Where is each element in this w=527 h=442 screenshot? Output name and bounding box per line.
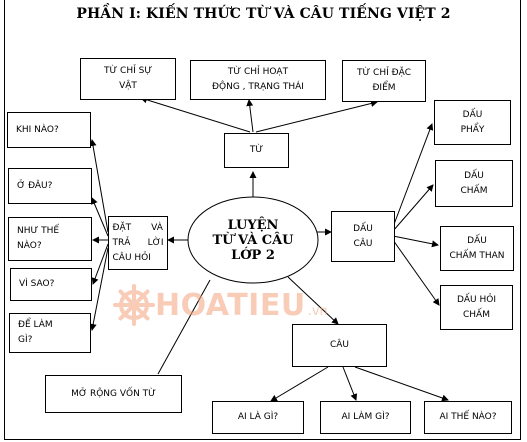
node-tu-chi-dac-diem: TỪ CHỈ ĐẶC ĐIỂM [342,60,426,102]
page-frame [4,0,521,440]
node-ai-lam-gi-label: AI LÀM GÌ? [341,412,390,422]
watermark-suffix: .vn [307,303,328,319]
node-dat-va-tra-loi-cau-hoi: ĐẶT VÀ TRẢ LỜI CÂU HỎI [108,216,168,270]
node-ai-la-gi: AI LÀ GÌ? [212,401,304,434]
edge-dau-cham [392,184,434,232]
node-dau-phay-label: DẤU PHẨY [460,109,485,135]
node-khi-nao-label: KHI NÀO? [16,124,59,135]
edge-dau-cham-than [392,235,439,248]
node-mo-rong-von-tu-label: MỞ RỘNG VỐN TỪ [71,388,156,399]
edge-khi-nao [89,139,109,233]
edge-cau-ai-la-gi [270,366,329,402]
node-de-lam-gi: ĐỂ LÀM GÌ? [9,313,91,353]
node-dau-cham-than: DẤU CHẤM THAN [440,226,514,271]
node-nhu-the-nao-label: NHƯ THẾ NÀO? [17,226,60,251]
edge-cau-ai-lam-gi [342,366,358,401]
edge-de-lam-gi [89,247,109,331]
node-cau: CÂU [292,324,387,367]
node-nhu-the-nao: NHƯ THẾ NÀO? [8,217,92,261]
node-khi-nao: KHI NÀO? [7,112,91,148]
watermark-text: HOATIEU [155,287,306,323]
edge-dau-phay [392,123,434,228]
node-o-dau-label: Ở ĐÂU? [17,180,53,191]
node-tu-chi-dac-diem-label: TỪ CHỈ ĐẶC ĐIỂM [356,68,412,93]
node-dau-phay: DẤU PHẨY [434,100,511,145]
node-mo-rong-von-tu: MỞ RỘNG VỐN TỪ [45,375,182,413]
center-ellipse [187,196,319,284]
edge-tu-dac-diem [255,100,378,133]
node-dau-cham-label: DẤU CHẤM [460,170,488,196]
node-tu-chi-su-vat: TỪ CHỈ SỰ VẬT [80,58,176,100]
node-cau-label: CÂU [329,340,350,350]
node-dau-cham-than-label: DẤU CHẤM THAN [449,235,505,261]
node-ai-lam-gi: AI LÀM GÌ? [320,401,411,434]
node-o-dau: Ở ĐÂU? [8,168,92,204]
node-tu-chi-hoat-dong: TỪ CHỈ HOẠT ĐỘNG , TRẠNG THÁI [190,60,326,100]
node-tu-label: TỪ [249,145,264,155]
node-ai-the-nao: AI THẾ NÀO? [424,401,512,434]
edge-vi-sao [91,243,109,285]
edge-dau-hoi-cham [392,239,440,306]
node-dat-va-tra-loi-cau-hoi-label: ĐẶT VÀ TRẢ LỜI CÂU HỎI [112,222,164,263]
node-de-lam-gi-label: ĐỂ LÀM GÌ? [18,320,53,345]
hoatieu-watermark: HOATIEU .vn [113,283,363,327]
node-vi-sao: VÌ SAO? [10,268,92,301]
node-vi-sao-label: VÌ SAO? [19,279,55,289]
ship-wheel-icon [113,284,155,326]
edge-tu-su-vat [140,96,251,133]
node-dau-cau: DẤU CÂU [331,211,395,262]
edge-center-mo-rong [157,279,211,375]
node-dau-cham: DẤU CHẤM [435,160,513,207]
page-title: PHẦN I: KIẾN THỨC TỪ VÀ CÂU TIẾNG VIỆT 2 [76,6,451,22]
center-node: LUYỆN TỪ VÀ CÂU LỚP 2 [205,210,301,270]
node-dau-cau-label: DẤU CÂU [353,223,373,249]
node-dau-hoi-cham: DẤU HỎI CHẤM [440,285,513,330]
edge-o-dau [91,197,109,237]
node-ai-la-gi-label: AI LÀ GÌ? [237,412,279,422]
edge-center-cau [287,276,339,325]
node-ai-the-nao-label: AI THẾ NÀO? [439,412,497,422]
node-tu-chi-hoat-dong-label: TỪ CHỈ HOẠT ĐỘNG , TRẠNG THÁI [212,67,304,92]
center-label: LUYỆN TỪ VÀ CÂU LỚP 2 [212,217,294,263]
edge-cau-ai-the-nao [354,366,449,402]
node-tu: TỪ [224,133,289,168]
node-tu-chi-su-vat-label: TỪ CHỈ SỰ VẬT [103,66,153,91]
node-dau-hoi-cham-label: DẤU HỎI CHẤM [456,294,497,320]
edge-tu-hoat-dong [246,99,254,133]
